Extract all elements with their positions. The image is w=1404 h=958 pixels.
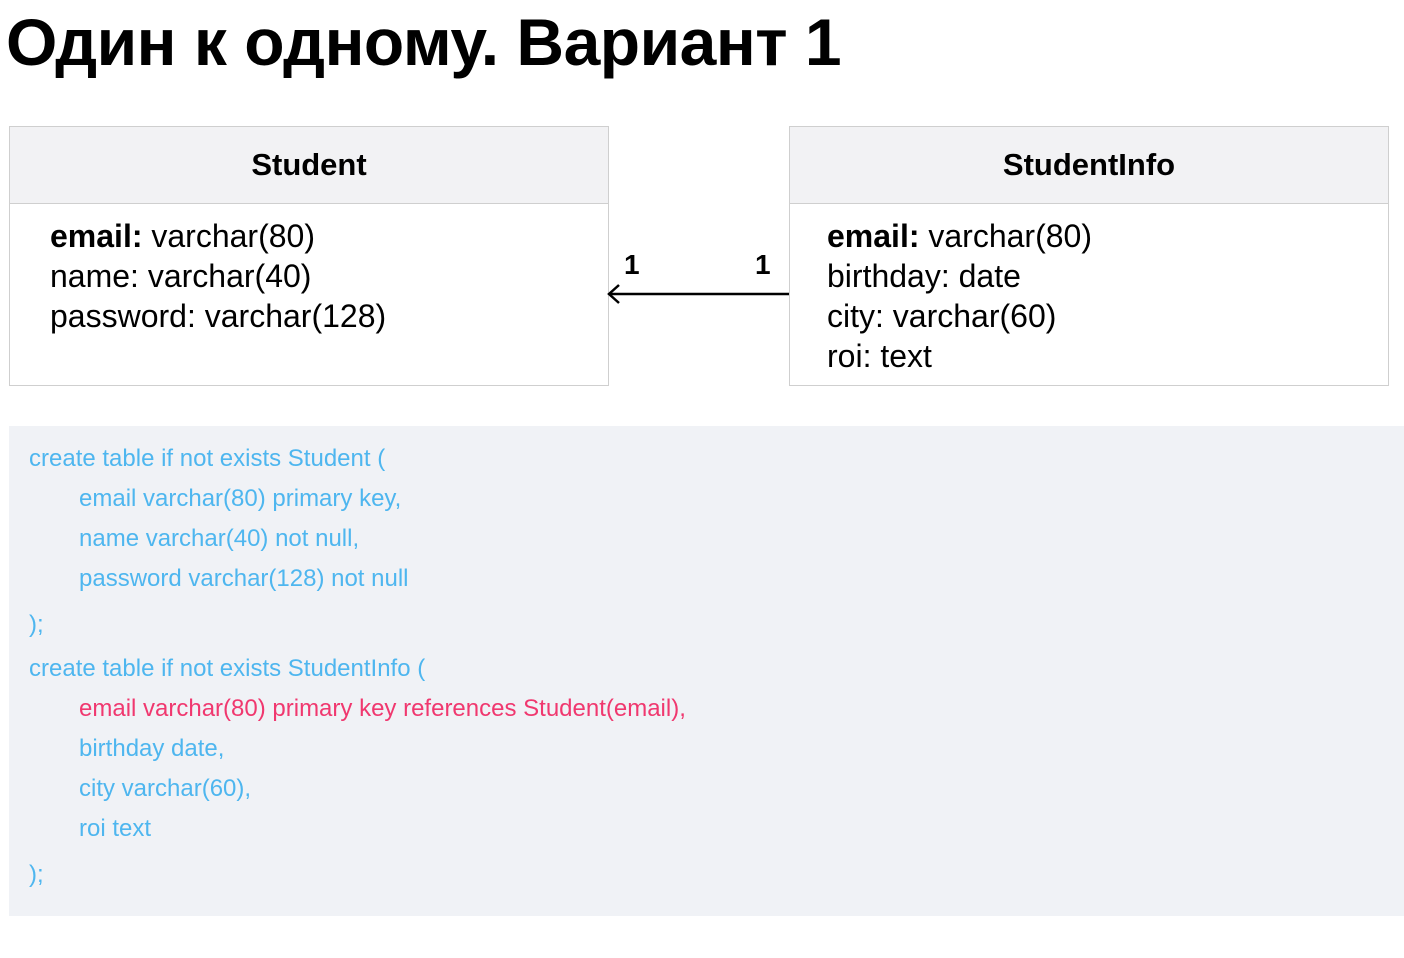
attribute-row: name: varchar(40) <box>50 256 608 296</box>
attribute-type: date <box>949 258 1021 294</box>
code-line: roi text <box>79 815 152 842</box>
attribute-type: text <box>871 338 932 374</box>
attribute-name: email: <box>827 218 920 254</box>
attribute-type: varchar(80) <box>142 218 315 254</box>
arrow-head <box>607 284 620 304</box>
code-line: city varchar(60), <box>79 775 252 802</box>
attribute-row: city: varchar(60) <box>827 296 1388 336</box>
code-line-foreign-key: email varchar(80) primary key references… <box>79 695 686 722</box>
code-line: birthday date, <box>79 735 225 762</box>
attribute-type: varchar(128) <box>195 298 387 334</box>
entity-student: Student email: varchar(80) name: varchar… <box>9 126 609 386</box>
sql-code-block: create table if not exists Student ( ema… <box>9 426 1404 916</box>
code-line: create table if not exists StudentInfo ( <box>29 655 426 682</box>
attribute-name: birthday: <box>827 258 950 294</box>
code-line: ); <box>29 861 44 888</box>
attribute-row: email: varchar(80) <box>50 216 608 256</box>
code-line: create table if not exists Student ( <box>29 445 386 472</box>
attribute-row: roi: text <box>827 336 1388 376</box>
entity-attributes: email: varchar(80) name: varchar(40) pas… <box>10 204 608 336</box>
attribute-row: email: varchar(80) <box>827 216 1388 256</box>
attribute-name: city: <box>827 298 884 334</box>
entity-header: Student <box>10 127 608 204</box>
attribute-name: roi: <box>827 338 872 374</box>
attribute-row: birthday: date <box>827 256 1388 296</box>
code-line: ); <box>29 611 44 638</box>
relationship-arrow <box>607 284 789 304</box>
code-line: email varchar(80) primary key, <box>79 485 402 512</box>
attribute-name: password: <box>50 298 196 334</box>
code-line: name varchar(40) not null, <box>79 525 360 552</box>
attribute-name: email: <box>50 218 143 254</box>
cardinality-left: 1 <box>624 249 640 280</box>
entity-studentinfo: StudentInfo email: varchar(80) birthday:… <box>789 126 1389 386</box>
attribute-type: varchar(80) <box>919 218 1092 254</box>
attribute-type: varchar(40) <box>138 258 312 294</box>
attribute-type: varchar(60) <box>883 298 1057 334</box>
code-line: password varchar(128) not null <box>79 565 409 592</box>
attribute-row: password: varchar(128) <box>50 296 608 336</box>
page-title: Один к одному. Вариант 1 <box>6 5 842 79</box>
entity-header: StudentInfo <box>790 127 1388 204</box>
entity-attributes: email: varchar(80) birthday: date city: … <box>790 204 1388 376</box>
attribute-name: name: <box>50 258 139 294</box>
cardinality-right: 1 <box>755 249 771 280</box>
